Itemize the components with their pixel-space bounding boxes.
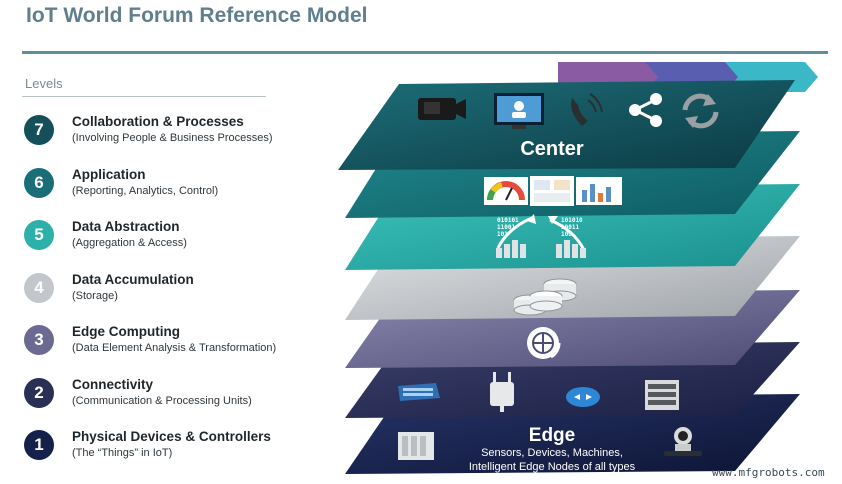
watermark: www.mfgrobots.com — [712, 466, 825, 479]
level-6: 6 Application (Reporting, Analytics, Con… — [24, 167, 334, 207]
level-description: (Involving People & Business Processes) — [72, 132, 273, 144]
level-name: Data Accumulation — [72, 272, 194, 287]
level-description: (Storage) — [72, 290, 118, 302]
level-1: 1 Physical Devices & Controllers (The “T… — [24, 429, 334, 469]
video-camera-icon — [418, 98, 466, 120]
computer-monitor-icon — [494, 93, 544, 129]
title-divider — [22, 51, 828, 54]
level-name: Physical Devices & Controllers — [72, 429, 271, 444]
levels-heading: Levels — [25, 76, 63, 91]
level-name: Connectivity — [72, 377, 154, 392]
level-number-badge: 1 — [24, 430, 54, 460]
level-name: Application — [72, 167, 146, 182]
center-label: Center — [520, 138, 584, 160]
level-description: (Reporting, Analytics, Control) — [72, 185, 219, 197]
binary-text: 101 — [497, 231, 508, 238]
data-aggregation-icon: 010101 11001 101 — [496, 214, 536, 258]
level-number-badge: 4 — [24, 273, 54, 303]
controller-icon — [398, 432, 434, 460]
video-conference-camera-icon — [664, 427, 702, 456]
phone-icon — [571, 93, 603, 126]
data-access-icon: 101010 10011 100 — [548, 216, 586, 258]
edge-description-line-1: Sensors, Devices, Machines, — [481, 447, 623, 459]
level-description: (Data Element Analysis & Transformation) — [72, 342, 277, 354]
level-number-badge: 7 — [24, 115, 54, 145]
edge-analytics-icon — [527, 327, 561, 359]
level-number-badge: 5 — [24, 220, 54, 250]
switch-icon — [398, 383, 440, 401]
binary-text: 100 — [561, 231, 572, 238]
bar-chart-icon — [576, 177, 622, 205]
binary-text: 11001 — [497, 224, 515, 231]
level-description: (Aggregation & Access) — [72, 237, 187, 249]
level-number-badge: 2 — [24, 378, 54, 408]
page-title: IoT World Forum Reference Model — [26, 4, 368, 27]
access-point-icon — [490, 372, 514, 412]
level-name: Edge Computing — [72, 324, 180, 339]
dashboard-icon — [530, 176, 574, 206]
edge-label: Edge — [529, 425, 575, 446]
levels-divider — [22, 96, 266, 97]
edge-description-line-2: Intelligent Edge Nodes of all types — [469, 461, 636, 473]
level-5: 5 Data Abstraction (Aggregation & Access… — [24, 219, 334, 259]
level-2: 2 Connectivity (Communication & Processi… — [24, 377, 334, 417]
level-number-badge: 6 — [24, 168, 54, 198]
level-description: (Communication & Processing Units) — [72, 395, 252, 407]
sync-icon — [682, 93, 719, 129]
level-name: Data Abstraction — [72, 219, 180, 234]
level-7: 7 Collaboration & Processes (Involving P… — [24, 114, 334, 154]
database-icon — [513, 278, 577, 316]
binary-text: 101010 — [561, 217, 583, 224]
level-name: Collaboration & Processes — [72, 114, 244, 129]
router-icon — [566, 387, 600, 407]
level-description: (The “Things” in IoT) — [72, 447, 173, 459]
level-number-badge: 3 — [24, 325, 54, 355]
binary-text: 10011 — [561, 224, 579, 231]
server-icon — [645, 380, 679, 410]
share-icon — [629, 93, 662, 127]
level-3: 3 Edge Computing (Data Element Analysis … — [24, 324, 334, 364]
level-4: 4 Data Accumulation (Storage) — [24, 272, 334, 312]
binary-text: 010101 — [497, 217, 519, 224]
gauge-chart-icon — [484, 177, 528, 205]
